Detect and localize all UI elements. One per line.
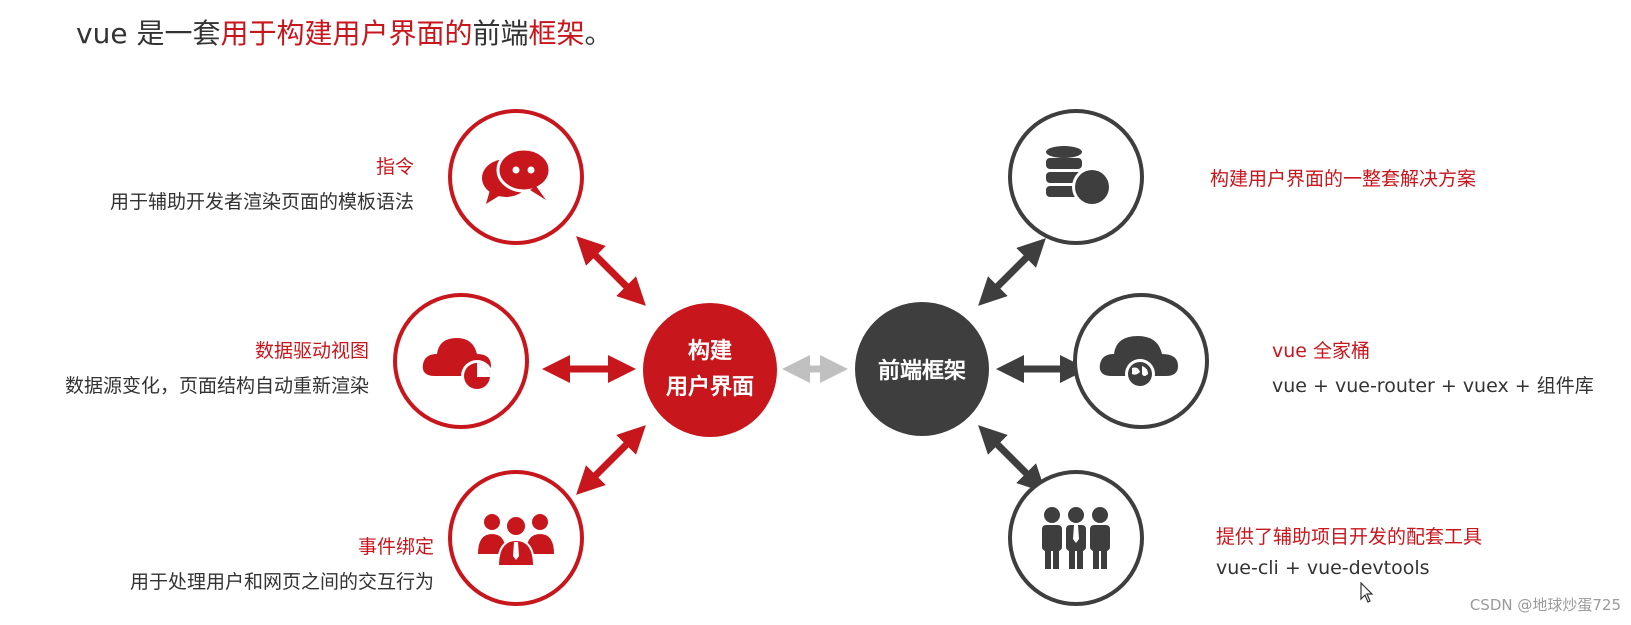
label-vue-family: vue 全家桶 vue + vue-router + vuex + 组件库 bbox=[1272, 336, 1594, 398]
hub-frontend-framework: 前端框架 bbox=[855, 302, 989, 436]
ring-vue-family bbox=[1073, 293, 1209, 429]
watermark: CSDN @地球炒蛋725 bbox=[1469, 596, 1621, 614]
mouse-cursor-icon bbox=[1360, 582, 1374, 603]
title-part-2: 用于构建用户界面的 bbox=[220, 17, 473, 50]
page-title: vue 是一套用于构建用户界面的前端框架。 bbox=[76, 12, 613, 52]
people-group-icon bbox=[478, 514, 554, 567]
ring-event-binding bbox=[448, 470, 584, 606]
label-event-binding-head: 事件绑定 bbox=[357, 536, 434, 558]
cloud-chart-icon bbox=[422, 338, 493, 392]
title-part-4: 框架 bbox=[528, 17, 585, 50]
arrow-framework-to-tools bbox=[978, 425, 1046, 493]
label-solution-head: 构建用户界面的一整套解决方案 bbox=[1210, 168, 1477, 190]
label-dev-tools: 提供了辅助项目开发的配套工具 vue-cli + vue-devtools bbox=[1216, 522, 1482, 579]
arrow-framework-to-solution bbox=[978, 238, 1046, 306]
database-icon bbox=[1046, 146, 1112, 207]
ring-dev-tools bbox=[1008, 470, 1144, 606]
label-data-driven-view-desc: 数据源变化，页面结构自动重新渲染 bbox=[64, 375, 369, 397]
label-directive-head: 指令 bbox=[375, 156, 414, 178]
label-solution: 构建用户界面的一整套解决方案 bbox=[1210, 164, 1476, 191]
hub-build-ui: 构建 用户界面 bbox=[643, 303, 777, 437]
label-vue-family-desc: vue + vue-router + vuex + 组件库 bbox=[1272, 375, 1594, 397]
ring-solution bbox=[1008, 109, 1144, 245]
arrow-event-to-ui bbox=[576, 425, 646, 495]
team-icon bbox=[1042, 507, 1110, 569]
label-event-binding-desc: 用于处理用户和网页之间的交互行为 bbox=[129, 571, 434, 593]
hub-build-ui-line2: 用户界面 bbox=[665, 375, 754, 400]
title-part-3: 前端 bbox=[472, 17, 529, 50]
ring-directive bbox=[448, 109, 584, 245]
label-data-driven-view-head: 数据驱动视图 bbox=[254, 340, 369, 362]
arrow-directive-to-ui bbox=[576, 236, 646, 306]
label-data-driven-view: 数据驱动视图 数据源变化，页面结构自动重新渲染 bbox=[65, 336, 369, 398]
chat-bubbles-icon bbox=[482, 147, 552, 204]
hub-build-ui-line1: 构建 bbox=[687, 339, 732, 364]
ring-data-driven-view bbox=[393, 293, 529, 429]
label-directive-desc: 用于辅助开发者渲染页面的模板语法 bbox=[109, 191, 414, 213]
cloud-globe-icon bbox=[1099, 336, 1178, 389]
label-dev-tools-head: 提供了辅助项目开发的配套工具 bbox=[1216, 526, 1483, 548]
label-dev-tools-desc: vue-cli + vue-devtools bbox=[1216, 557, 1430, 579]
label-event-binding: 事件绑定 用于处理用户和网页之间的交互行为 bbox=[130, 532, 434, 594]
label-vue-family-head: vue 全家桶 bbox=[1272, 340, 1371, 362]
title-part-5: 。 bbox=[584, 17, 613, 50]
label-directive: 指令 用于辅助开发者渲染页面的模板语法 bbox=[110, 152, 414, 214]
title-part-1: vue 是一套 bbox=[76, 17, 221, 50]
